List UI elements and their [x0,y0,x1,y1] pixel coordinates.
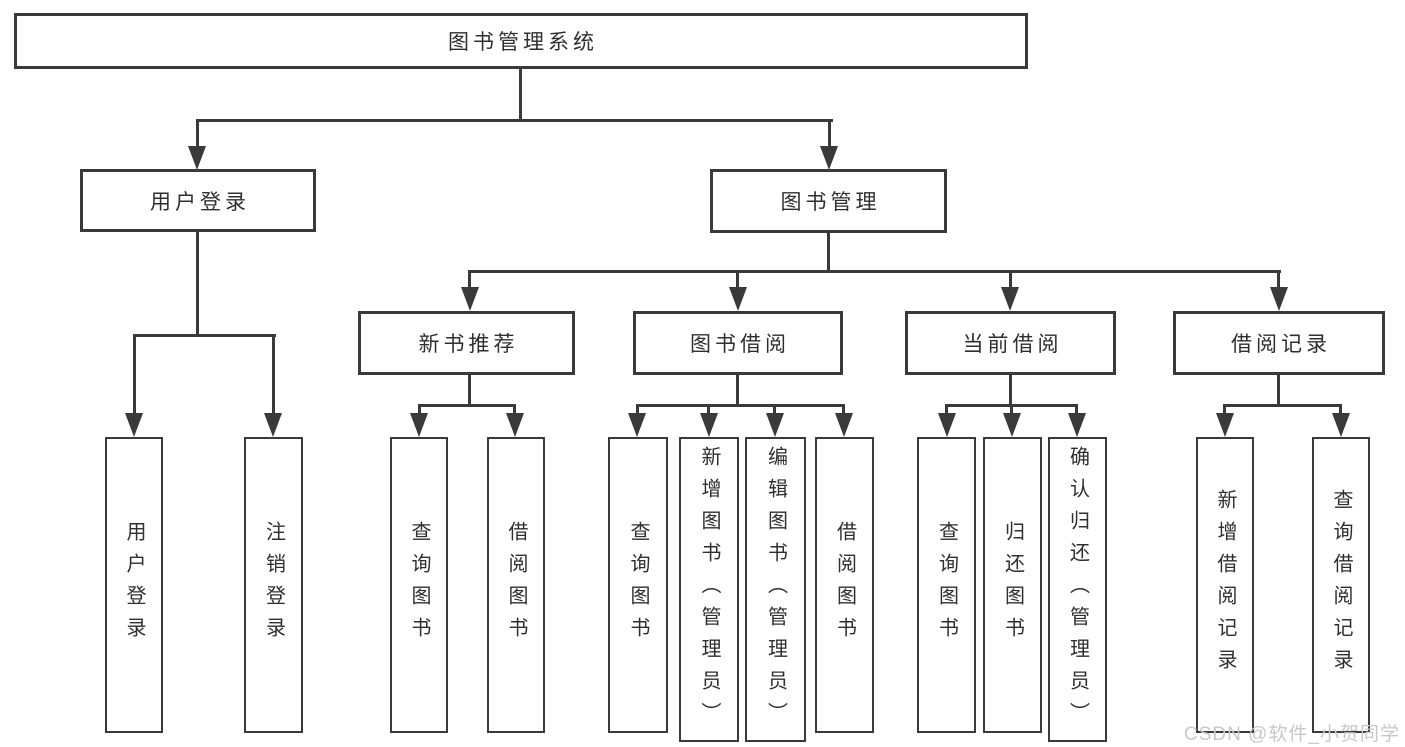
node-borrow-books-2: 借阅图书 [815,437,874,733]
node-user-login-leaf: 用户登录 [105,437,163,733]
arrow-down-icon [1068,413,1086,437]
node-label: 查询图书 [935,521,958,649]
arrow-down-icon [1270,287,1288,311]
node-label: 借阅图书 [505,521,527,649]
connector-line [513,404,516,414]
node-label: 注销登录 [262,521,285,649]
connector-line [196,119,833,122]
connector-line [418,404,516,407]
connector-line [736,373,739,406]
arrow-down-icon [700,413,718,437]
node-query-books-1: 查询图书 [390,437,448,733]
connector-line [1075,404,1078,414]
connector-line [133,334,136,414]
connector-line [133,334,276,337]
connector-line [842,404,845,414]
node-label: 当前借阅 [962,333,1063,356]
node-query-borrow-record: 查询借阅记录 [1312,437,1370,733]
node-add-borrow-record: 新增借阅记录 [1196,437,1254,733]
node-query-books-3: 查询图书 [917,437,976,733]
arrow-down-icon [125,413,143,437]
node-new-book-recommendation: 新书推荐 [358,311,575,375]
connector-line [469,270,1281,273]
node-label: 查询图书 [627,521,649,649]
arrow-down-icon [835,413,853,437]
arrow-down-icon [628,413,646,437]
watermark: CSDN @软件_小贺同学 [1184,724,1400,745]
node-label: 用户登录 [150,190,250,214]
node-borrow-books-1: 借阅图书 [487,437,545,733]
connector-line [636,404,639,414]
node-label: 图书借阅 [690,333,790,356]
connector-line [1277,373,1280,406]
node-query-books-2: 查询图书 [608,437,668,733]
arrow-down-icon [729,287,747,311]
connector-line [636,404,844,407]
node-label: 借阅记录 [1231,333,1331,356]
node-borrowing-records: 借阅记录 [1173,311,1385,375]
connector-line [468,373,471,406]
connector-line [828,119,831,147]
node-label: 查询借阅记录 [1330,489,1352,681]
node-return-books: 归还图书 [983,437,1042,733]
connector-line [1009,270,1012,290]
arrow-down-icon [1332,413,1350,437]
connector-line [773,404,776,414]
arrow-down-icon [938,413,956,437]
connector-line [827,232,830,272]
arrow-down-icon [506,413,524,437]
node-label: 确认归还（管理员） [1066,445,1089,734]
node-current-borrowing: 当前借阅 [905,311,1116,375]
node-label: 归还图书 [1001,521,1024,649]
connector-line [272,334,275,414]
node-label: 新增图书（管理员） [698,445,720,734]
connector-line [1224,404,1342,407]
connector-line [196,231,199,337]
connector-line [1339,404,1342,414]
arrow-down-icon [1001,287,1019,311]
arrow-down-icon [1216,413,1234,437]
arrow-down-icon [461,287,479,311]
node-label: 新书推荐 [418,333,519,356]
node-user-login: 用户登录 [80,169,316,232]
arrow-down-icon [264,413,282,437]
node-add-book-admin: 新增图书（管理员） [679,437,739,742]
node-book-borrowing: 图书借阅 [633,311,843,375]
node-label: 编辑图书（管理员） [764,445,787,734]
node-label: 查询图书 [408,521,430,649]
node-label: 借阅图书 [833,521,856,649]
connector-line [1277,270,1280,290]
connector-line [418,404,421,414]
node-label: 图书管理 [780,191,881,214]
connector-line [736,270,739,290]
node-label: 用户登录 [123,521,145,649]
arrow-down-icon [188,146,206,170]
arrow-down-icon [820,146,838,170]
node-book-management: 图书管理 [710,169,947,233]
arrow-down-icon [410,413,428,437]
connector-line [196,119,199,147]
node-confirm-return-admin: 确认归还（管理员） [1048,437,1107,742]
connector-line [1223,404,1226,414]
connector-line [945,404,948,414]
connector-line [468,270,471,290]
connector-line [519,67,522,122]
connector-line [1009,373,1012,406]
connector-line [707,404,710,414]
node-edit-book-admin: 编辑图书（管理员） [745,437,806,742]
node-label: 新增借阅记录 [1214,489,1236,681]
node-root-library-system: 图书管理系统 [14,13,1028,69]
node-logout: 注销登录 [244,437,303,733]
connector-line [1010,404,1013,414]
node-label: 图书管理系统 [448,31,598,54]
arrow-down-icon [1003,413,1021,437]
arrow-down-icon [766,413,784,437]
